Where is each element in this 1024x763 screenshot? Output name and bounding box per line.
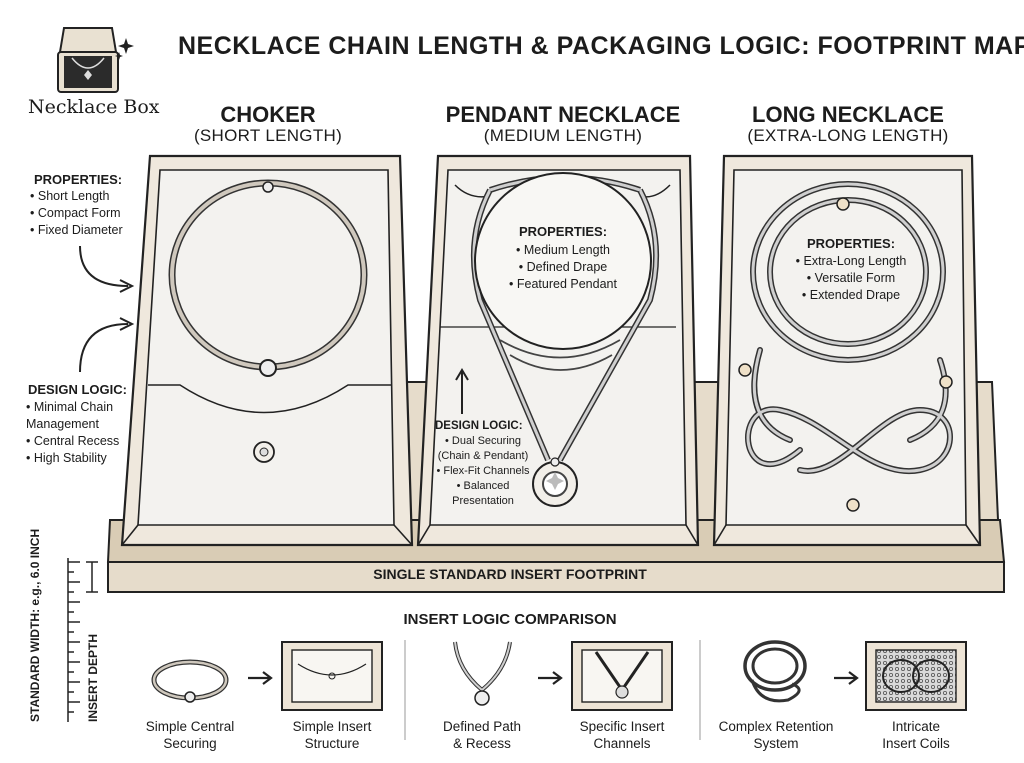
- choker-design-heading: DESIGN LOGIC:: [28, 382, 127, 397]
- arrow-right-icon: [834, 671, 859, 685]
- arrow-right-icon: [248, 671, 273, 685]
- page-title: NECKLACE CHAIN LENGTH & PACKAGING LOGIC:…: [178, 32, 1024, 60]
- pendant-properties-heading: PROPERTIES:: [518, 224, 608, 239]
- long-title: LONG NECKLACE: [752, 102, 944, 127]
- coil-insert-mini-icon: [865, 641, 967, 711]
- pendant-design-list: Dual Securing (Chain & Pendant) Flex-Fit…: [428, 434, 538, 509]
- list-item: Flex-Fit Channels: [428, 464, 538, 479]
- list-item: Defined Drape: [488, 259, 638, 276]
- choker-box: [120, 154, 414, 547]
- list-item: Central Recess: [26, 433, 136, 450]
- choker-properties-heading: PROPERTIES:: [34, 172, 123, 187]
- list-item: Short Length: [30, 188, 123, 205]
- pendant-title: PENDANT NECKLACE: [445, 102, 681, 127]
- choker-necklace: [168, 179, 368, 463]
- list-item: High Stability: [26, 450, 136, 467]
- comparison-caption: Simple Insert Structure: [292, 719, 372, 751]
- brand-name: Necklace Box: [28, 96, 160, 118]
- long-necklace: [738, 181, 953, 512]
- pendant-design-heading: DESIGN LOGIC:: [435, 420, 523, 432]
- list-item: Fixed Diameter: [30, 222, 123, 239]
- comparison-caption: Specific Insert Channels: [579, 719, 665, 751]
- comparison-caption: Simple Central Securing: [145, 719, 235, 751]
- long-properties-heading: PROPERTIES:: [806, 236, 896, 251]
- list-item: Medium Length: [488, 242, 638, 259]
- standard-width-label: STANDARD WIDTH: e.g., 6.0 INCH: [28, 528, 42, 722]
- insert-depth-label: INSERT DEPTH: [86, 633, 100, 722]
- list-item: Balanced Presentation: [428, 479, 538, 509]
- list-item: Versatile Form: [776, 270, 926, 287]
- list-item: Dual Securing (Chain & Pendant): [428, 434, 538, 464]
- arrow-right-icon: [538, 671, 563, 685]
- list-item: Minimal Chain Management: [26, 399, 136, 433]
- list-item: Extended Drape: [776, 287, 926, 304]
- comparison-heading: INSERT LOGIC COMPARISON: [403, 611, 617, 628]
- design-logic-arrow-icon: [79, 317, 135, 373]
- pendant-properties-list: Medium Length Defined Drape Featured Pen…: [488, 242, 638, 293]
- list-item: Featured Pendant: [488, 276, 638, 293]
- pendant-subtitle: (MEDIUM LENGTH): [483, 126, 643, 145]
- comparison-caption: Complex Retention System: [718, 719, 834, 751]
- channel-insert-mini-icon: [571, 641, 673, 711]
- long-box: [712, 154, 982, 547]
- pendant-mini-icon: [453, 641, 512, 706]
- choker-mini-icon: [151, 659, 229, 703]
- comparison-caption: Intricate Insert Coils: [882, 719, 950, 751]
- list-item: Compact Form: [30, 205, 123, 222]
- footprint-label: SINGLE STANDARD INSERT FOOTPRINT: [373, 566, 647, 582]
- comparison-caption: Defined Path & Recess: [442, 719, 522, 751]
- list-item: Extra-Long Length: [776, 253, 926, 270]
- simple-insert-mini-icon: [281, 641, 383, 711]
- design-logic-arrow-icon: [455, 368, 469, 414]
- width-ruler: [67, 558, 98, 722]
- choker-design-list: Minimal Chain Management Central Recess …: [26, 399, 136, 467]
- choker-subtitle: (SHORT LENGTH): [193, 126, 343, 145]
- choker-title: CHOKER: [220, 102, 316, 127]
- properties-arrow-icon: [79, 245, 135, 293]
- long-properties-list: Extra-Long Length Versatile Form Extende…: [776, 253, 926, 304]
- necklace-box-logo-icon: [57, 27, 134, 93]
- long-mini-icon: [743, 640, 807, 703]
- choker-properties-list: Short Length Compact Form Fixed Diameter: [30, 188, 123, 239]
- long-subtitle: (EXTRA-LONG LENGTH): [747, 126, 949, 145]
